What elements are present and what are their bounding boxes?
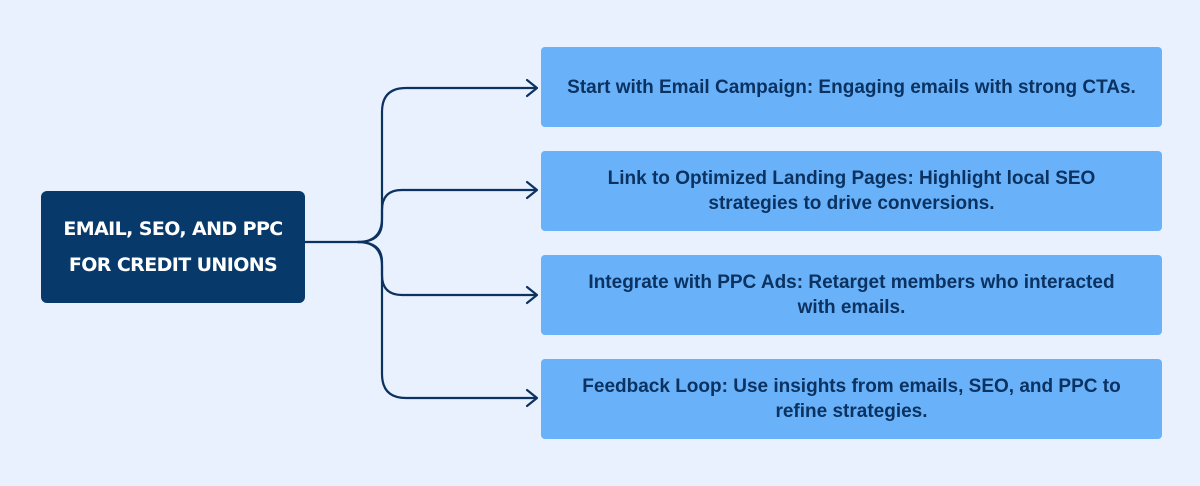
- root-node: EMAIL, SEO, AND PPC FOR CREDIT UNIONS: [41, 191, 305, 303]
- root-node-label: EMAIL, SEO, AND PPC FOR CREDIT UNIONS: [63, 218, 283, 276]
- arrowhead-branch-4: [525, 388, 539, 408]
- branch-node-landing-pages: Link to Optimized Landing Pages: Highlig…: [541, 151, 1162, 231]
- branch-node-label: Feedback Loop: Use insights from emails,…: [582, 376, 1121, 422]
- branch-node-label: Start with Email Campaign: Engaging emai…: [567, 76, 1136, 98]
- arrowhead-branch-1: [525, 78, 539, 98]
- connector-to-branch-1: [356, 86, 538, 244]
- branch-node-email-campaign: Start with Email Campaign: Engaging emai…: [541, 47, 1162, 127]
- arrowhead-branch-3: [525, 285, 539, 305]
- connector-to-branch-4: [356, 240, 538, 400]
- branch-node-ppc-ads: Integrate with PPC Ads: Retarget members…: [541, 255, 1162, 335]
- branch-node-label: Integrate with PPC Ads: Retarget members…: [588, 272, 1115, 318]
- connector-to-branch-3: [356, 240, 538, 297]
- branch-node-label: Link to Optimized Landing Pages: Highlig…: [607, 168, 1096, 214]
- arrowhead-branch-2: [525, 180, 539, 200]
- connector-to-branch-2: [356, 188, 538, 244]
- branch-node-feedback-loop: Feedback Loop: Use insights from emails,…: [541, 359, 1162, 439]
